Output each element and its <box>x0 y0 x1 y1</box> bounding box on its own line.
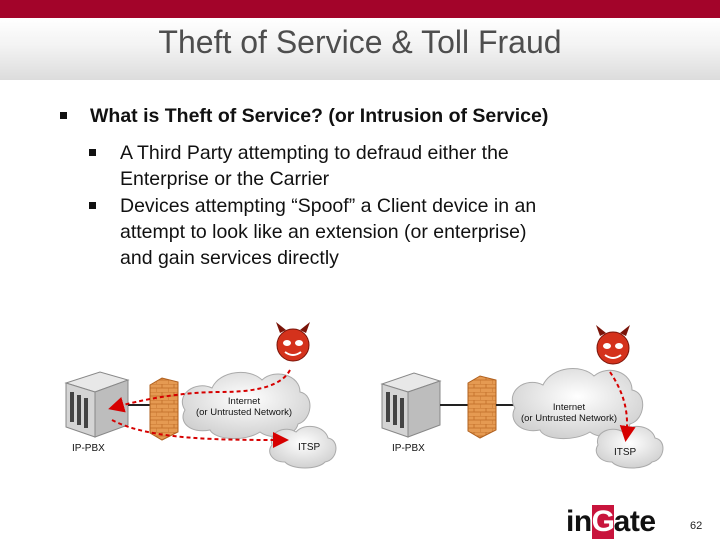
title-band <box>0 18 720 80</box>
internet-cloud-icon <box>182 371 311 439</box>
attacker-devil-icon <box>276 322 310 362</box>
sub-bullet: A Third Party attempting to defraud eith… <box>60 140 700 192</box>
sub-bullet-line: attempt to look like an extension (or en… <box>120 221 527 243</box>
ip-pbx-label: IP-PBX <box>392 443 425 454</box>
cloud-label-line1: Internet <box>228 396 261 407</box>
internet-cloud-icon <box>511 368 644 439</box>
attack-arrow <box>111 419 289 448</box>
ip-pbx-server-icon <box>64 371 130 438</box>
logo-text-post: ate <box>613 505 656 538</box>
attacker-devil-icon <box>596 325 630 365</box>
top-accent-bar <box>0 0 720 18</box>
cloud-label-line2: (or Untrusted Network) <box>521 413 617 424</box>
itsp-label: ITSP <box>298 442 321 453</box>
sub-bullet-line: and gain services directly <box>120 247 339 269</box>
bullet-square-icon <box>60 112 67 119</box>
bullet-main: What is Theft of Service? (or Intrusion … <box>60 103 700 129</box>
firewall-icon <box>149 377 179 441</box>
sub-bullet: Devices attempting “Spoof” a Client devi… <box>60 193 700 271</box>
logo-g-mark: G <box>591 505 615 539</box>
ingate-logo: inGate <box>566 505 656 539</box>
firewall-icon <box>467 375 497 439</box>
bullet-square-icon <box>89 149 96 156</box>
cloud-label-line1: Internet <box>553 402 586 413</box>
sub-bullet-line: A Third Party attempting to defraud eith… <box>120 142 509 164</box>
right-diagram: IP-PBX Internet (or Untrusted Network) I… <box>380 325 664 469</box>
cloud-label-line2: (or Untrusted Network) <box>196 407 292 418</box>
sub-bullet-line: Devices attempting “Spoof” a Client devi… <box>120 195 537 217</box>
ip-pbx-server-icon <box>380 372 442 438</box>
ip-pbx-label: IP-PBX <box>72 443 105 454</box>
itsp-label: ITSP <box>614 447 637 458</box>
bullet-list: What is Theft of Service? (or Intrusion … <box>60 103 700 271</box>
left-diagram: IP-PBX Internet (or Untrusted Network) I… <box>64 322 337 469</box>
bullet-main-text: What is Theft of Service? (or Intrusion … <box>90 105 549 127</box>
logo-text-pre: in <box>566 505 592 538</box>
page-number: 62 <box>690 520 703 532</box>
slide-title: Theft of Service & Toll Fraud <box>158 24 562 60</box>
bullet-square-icon <box>89 202 96 209</box>
sub-bullet-line: Enterprise or the Carrier <box>120 168 330 190</box>
